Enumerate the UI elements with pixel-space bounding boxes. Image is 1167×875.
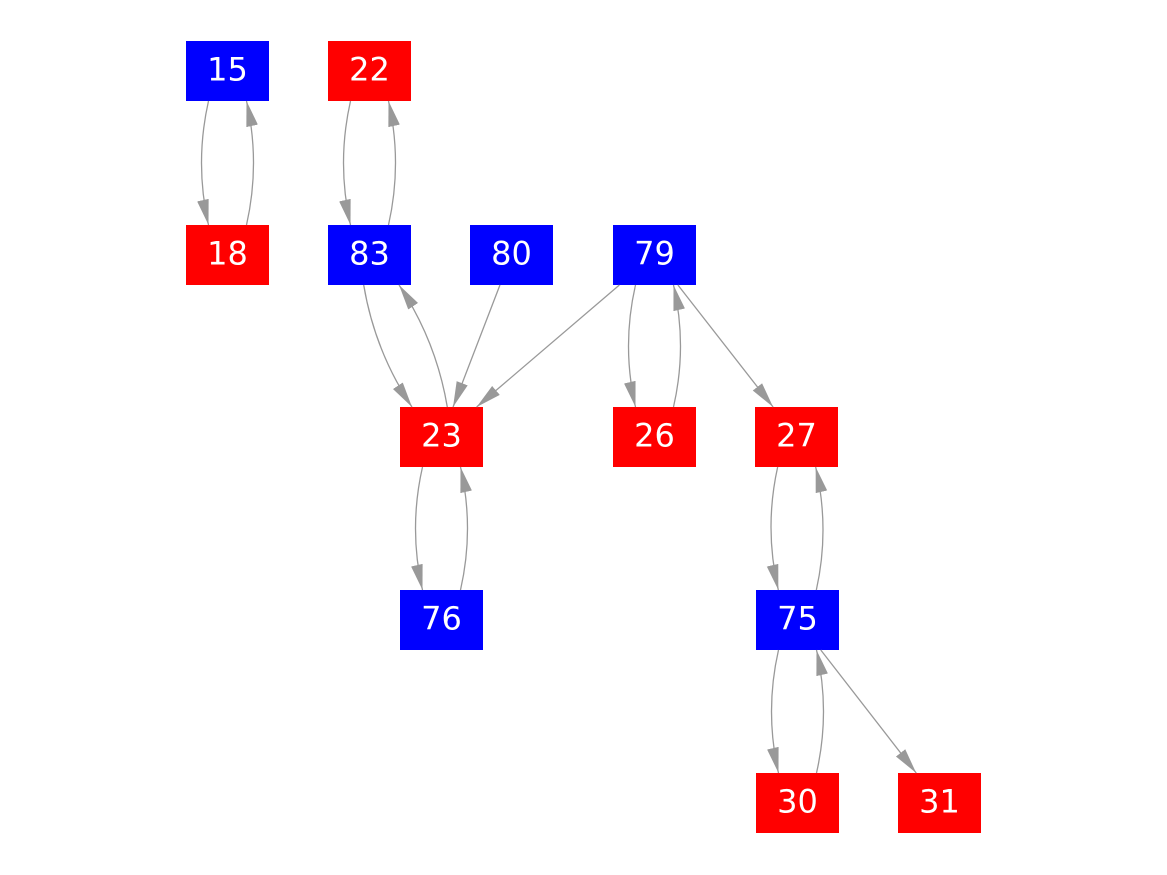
edge-79-27 bbox=[677, 284, 774, 408]
node-label-79: 79 bbox=[634, 235, 675, 273]
graph-node-76: 76 bbox=[400, 590, 483, 650]
node-label-23: 23 bbox=[421, 417, 462, 455]
node-box-79 bbox=[613, 225, 696, 285]
node-box-75 bbox=[756, 590, 839, 650]
node-box-31 bbox=[898, 773, 981, 833]
edge-75-31 bbox=[820, 649, 917, 774]
node-label-83: 83 bbox=[349, 235, 390, 273]
node-label-30: 30 bbox=[777, 783, 818, 821]
node-box-27 bbox=[755, 407, 838, 467]
edge-23-83 bbox=[398, 284, 448, 408]
node-box-30 bbox=[756, 773, 839, 833]
graph-node-15: 15 bbox=[186, 41, 269, 101]
node-label-26: 26 bbox=[634, 417, 675, 455]
edge-80-23 bbox=[452, 284, 501, 408]
graph-node-31: 31 bbox=[898, 773, 981, 833]
edge-23-76 bbox=[411, 466, 424, 591]
node-label-76: 76 bbox=[421, 600, 462, 638]
node-box-15 bbox=[186, 41, 269, 101]
node-label-75: 75 bbox=[777, 600, 818, 638]
graph-node-75: 75 bbox=[756, 590, 839, 650]
graph-node-80: 80 bbox=[470, 225, 553, 285]
graph-node-79: 79 bbox=[613, 225, 696, 285]
edge-75-27 bbox=[815, 466, 828, 591]
edge-15-18 bbox=[197, 100, 210, 226]
edge-18-15 bbox=[245, 100, 258, 226]
graph-node-30: 30 bbox=[756, 773, 839, 833]
node-layer: 15 22 18 83 80 79 23 26 27 76 75 30 31 bbox=[186, 41, 981, 833]
node-label-15: 15 bbox=[207, 51, 248, 89]
graph-node-27: 27 bbox=[755, 407, 838, 467]
node-label-22: 22 bbox=[349, 51, 390, 89]
graph-node-83: 83 bbox=[328, 225, 411, 285]
node-label-31: 31 bbox=[919, 783, 960, 821]
node-box-80 bbox=[470, 225, 553, 285]
node-box-22 bbox=[328, 41, 411, 101]
node-box-23 bbox=[400, 407, 483, 467]
edge-83-22 bbox=[387, 100, 400, 226]
edge-79-26 bbox=[624, 284, 637, 408]
edge-26-79 bbox=[672, 284, 685, 408]
graph-node-23: 23 bbox=[400, 407, 483, 467]
edge-76-23 bbox=[459, 466, 472, 591]
edge-83-23 bbox=[363, 284, 413, 408]
edge-79-23 bbox=[476, 284, 620, 408]
node-box-26 bbox=[613, 407, 696, 467]
edge-30-75 bbox=[815, 649, 828, 774]
node-label-18: 18 bbox=[207, 235, 248, 273]
graph-node-22: 22 bbox=[328, 41, 411, 101]
node-label-80: 80 bbox=[491, 235, 532, 273]
node-box-18 bbox=[186, 225, 269, 285]
edge-layer bbox=[197, 100, 917, 774]
edge-22-83 bbox=[339, 100, 352, 226]
edge-27-75 bbox=[766, 466, 779, 591]
node-label-27: 27 bbox=[776, 417, 817, 455]
graph-node-18: 18 bbox=[186, 225, 269, 285]
node-box-76 bbox=[400, 590, 483, 650]
edge-75-30 bbox=[767, 649, 780, 774]
node-box-83 bbox=[328, 225, 411, 285]
graph-node-26: 26 bbox=[613, 407, 696, 467]
